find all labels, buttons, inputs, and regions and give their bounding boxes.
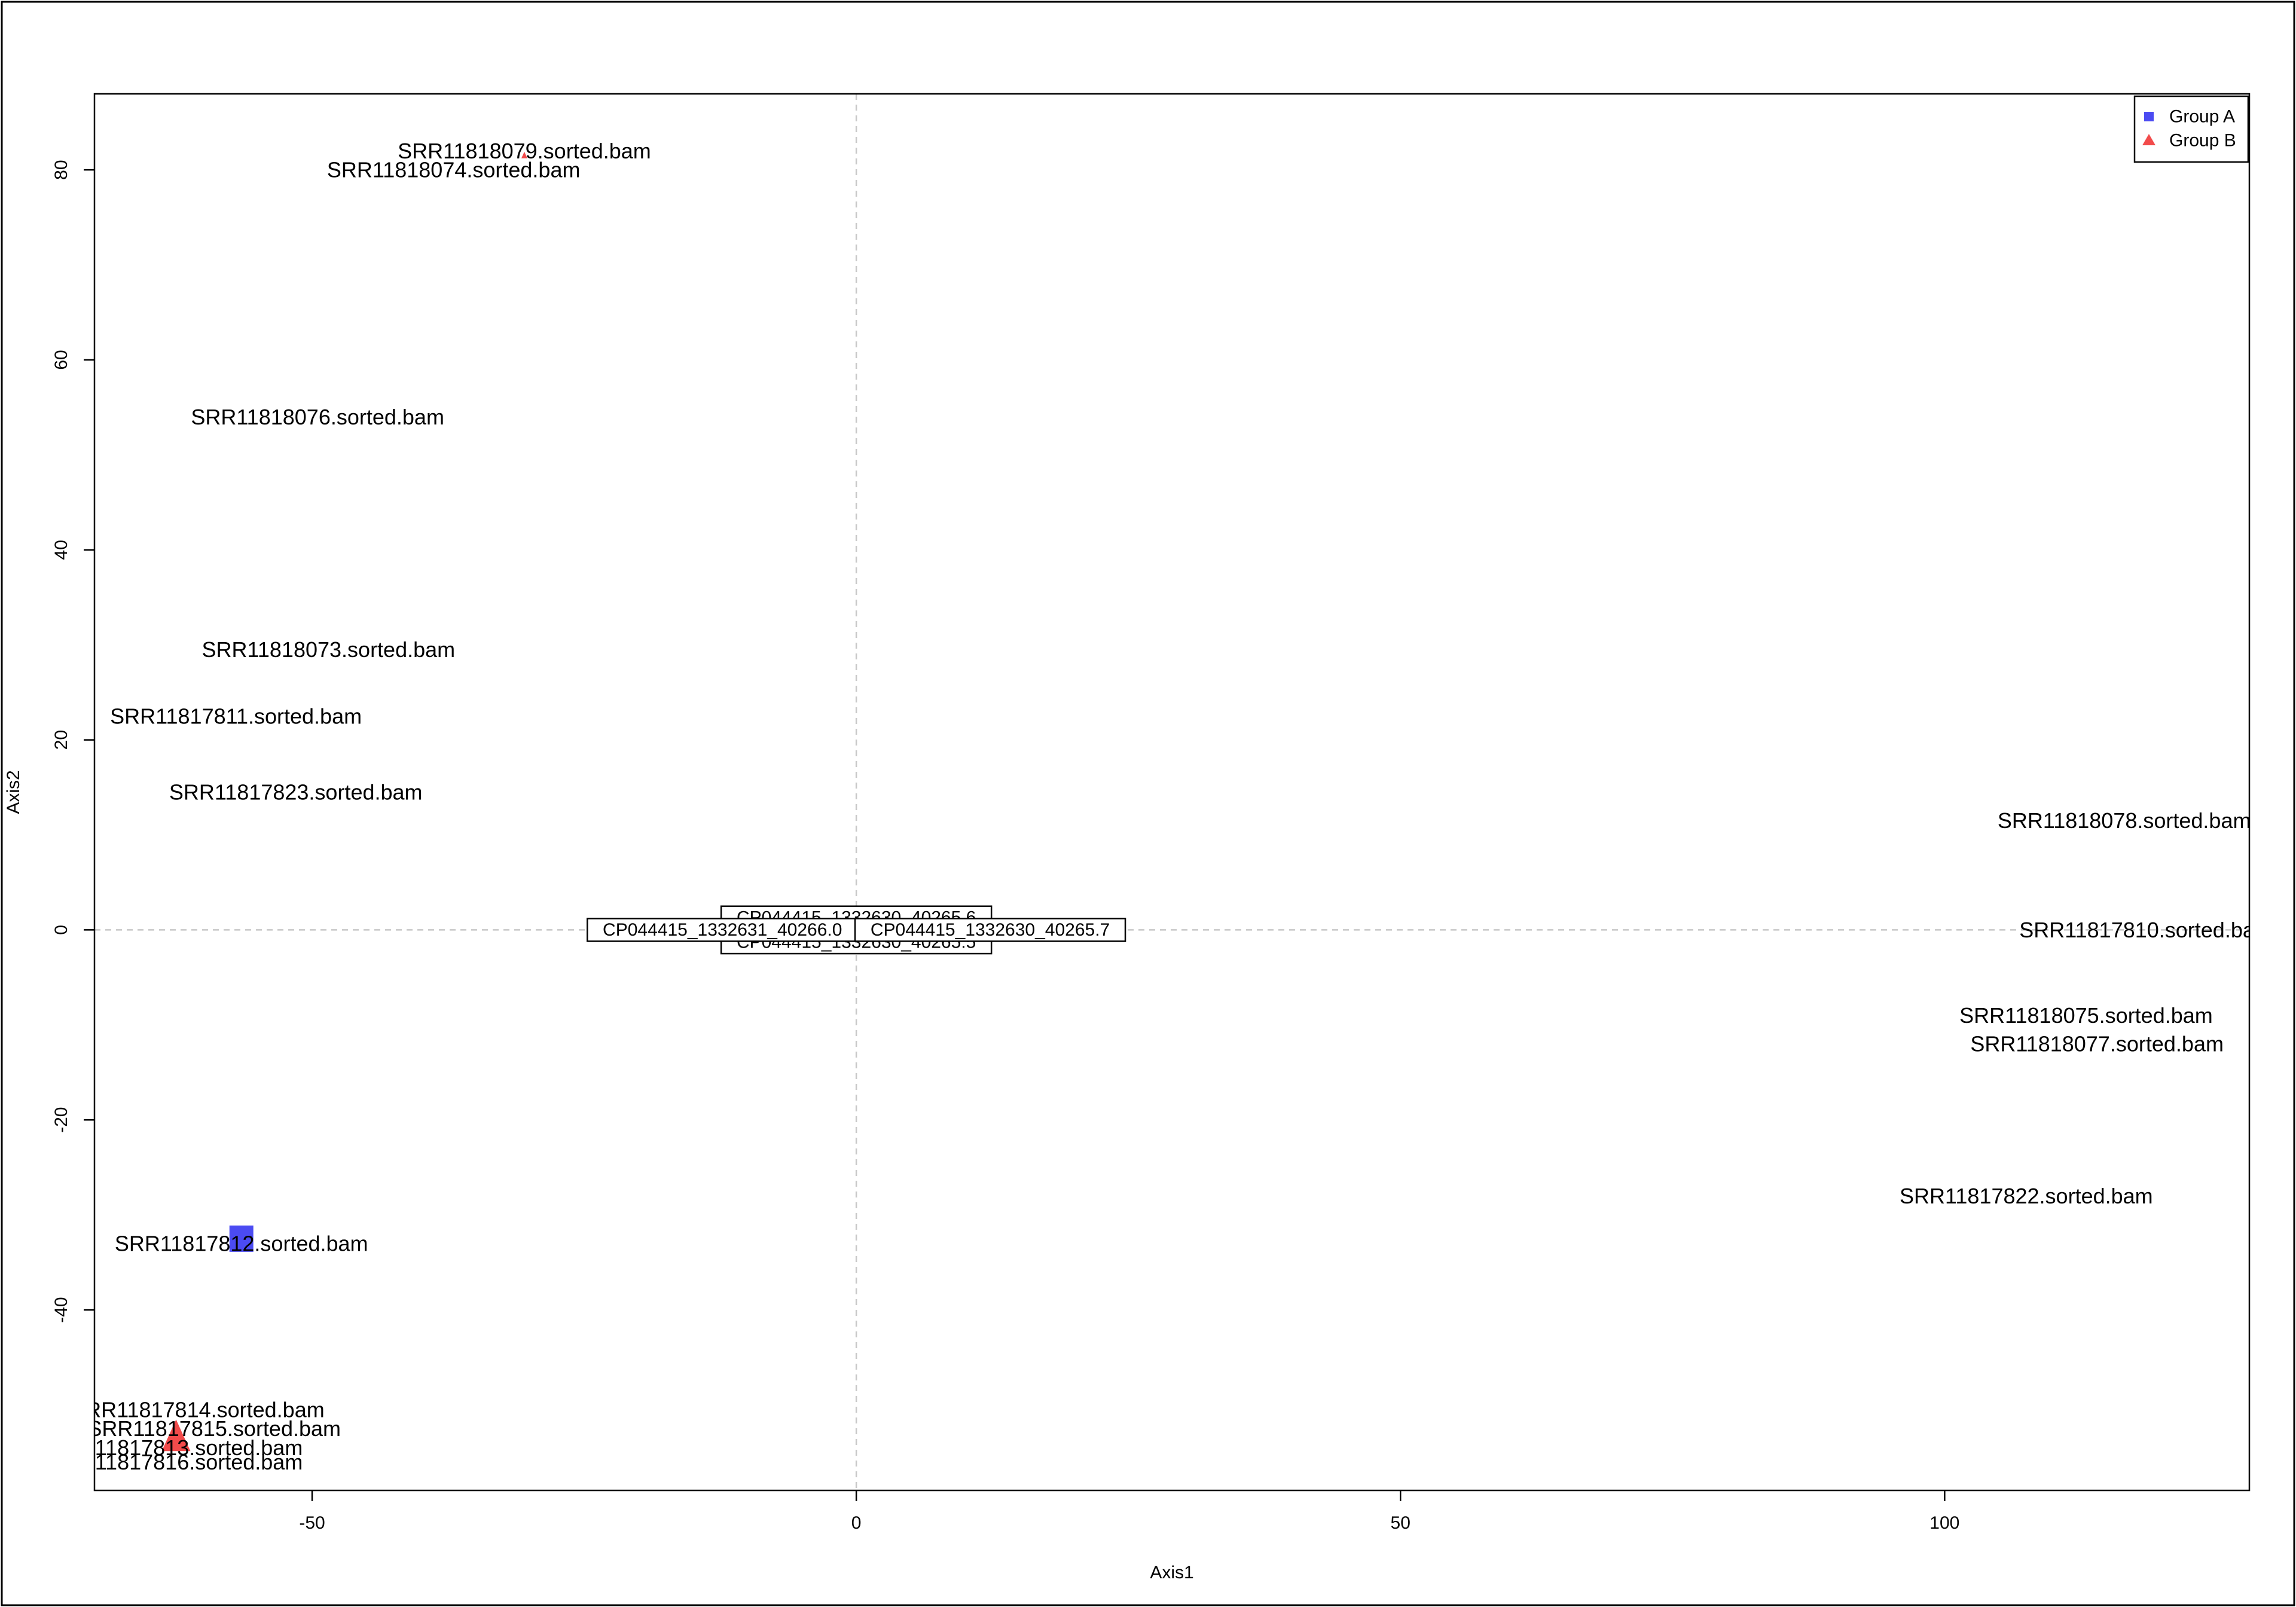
sample-label: SRR11817822.sorted.bam bbox=[1900, 1184, 2153, 1208]
group-markers bbox=[161, 151, 527, 1452]
sample-label: SRR11818078.sorted.bam bbox=[1998, 808, 2251, 833]
y-tick-label: 20 bbox=[51, 730, 71, 750]
group-b-triangle-marker bbox=[521, 151, 527, 158]
sample-label: SRR11818074.sorted.bam bbox=[327, 158, 581, 182]
boxed-label-text: CP044415_1332630_40265.7 bbox=[871, 920, 1110, 940]
y-tick-label: 60 bbox=[51, 350, 71, 369]
plot-frame bbox=[93, 93, 2251, 1492]
sample-label: SRR11817810.sorted.bam bbox=[2019, 918, 2273, 942]
boxed-label: CP044415_1332631_40266.0 bbox=[587, 918, 859, 942]
y-tick-label: 80 bbox=[51, 160, 71, 179]
y-axis: -40 -20 0 20 40 60 80 bbox=[51, 160, 94, 1323]
x-tick-label: 100 bbox=[1929, 1513, 1959, 1533]
legend: Group A Group B bbox=[2133, 95, 2249, 163]
sample-label: SRR11817815.sorted.bam bbox=[87, 1416, 341, 1441]
y-tick-label: -40 bbox=[51, 1297, 71, 1322]
sample-label: SRR11817812.sorted.bam bbox=[115, 1231, 368, 1255]
boxed-labels: CP044415_1332630_40265.6CP044415_1332630… bbox=[587, 905, 1126, 955]
legend-label: Group A bbox=[2169, 107, 2235, 127]
group-a-square-marker bbox=[229, 1225, 254, 1252]
group-b-triangle-marker bbox=[161, 1419, 191, 1452]
y-tick-label: 40 bbox=[51, 540, 71, 560]
legend-square-icon bbox=[2144, 112, 2154, 121]
sample-label: SRR11818077.sorted.bam bbox=[1970, 1032, 2224, 1056]
sample-label: SRR11817814.sorted.bam bbox=[71, 1397, 325, 1422]
y-tick-label: -20 bbox=[51, 1107, 71, 1133]
boxed-label-frame bbox=[587, 918, 859, 942]
x-tick-label: 50 bbox=[1391, 1513, 1410, 1533]
reference-lines bbox=[94, 94, 2249, 1490]
sample-label: SRR11817816.sorted.bam bbox=[50, 1450, 303, 1474]
legend-triangle-icon bbox=[2142, 134, 2155, 145]
sample-label: SRR11817811.sorted.bam bbox=[110, 704, 362, 728]
x-tick-label: -50 bbox=[299, 1513, 325, 1533]
boxed-label-frame bbox=[854, 918, 1126, 942]
sample-label: SRR11818075.sorted.bam bbox=[1959, 1003, 2213, 1028]
sample-label: SRR11818076.sorted.bam bbox=[191, 405, 444, 429]
y-axis-title: Axis2 bbox=[4, 770, 23, 814]
boxed-label-text: CP044415_1332631_40266.0 bbox=[603, 920, 842, 940]
x-tick-label: 0 bbox=[851, 1513, 862, 1533]
boxed-label: CP044415_1332630_40265.7 bbox=[854, 918, 1126, 942]
x-axis-title: Axis1 bbox=[1150, 1563, 1193, 1582]
sample-label: SRR11817823.sorted.bam bbox=[169, 780, 423, 805]
y-tick-label: 0 bbox=[51, 925, 71, 935]
legend-box bbox=[2133, 95, 2249, 163]
sample-label: SRR11818073.sorted.bam bbox=[202, 637, 456, 662]
sample-label: SRR11818079.sorted.bam bbox=[398, 139, 651, 163]
legend-label: Group B bbox=[2169, 131, 2236, 151]
sample-labels: SRR11818079.sorted.bamSRR11818074.sorted… bbox=[50, 139, 2273, 1474]
sample-label: SRR11817813.sorted.bam bbox=[50, 1435, 303, 1460]
x-axis: -50 0 50 100 bbox=[299, 1490, 1959, 1533]
